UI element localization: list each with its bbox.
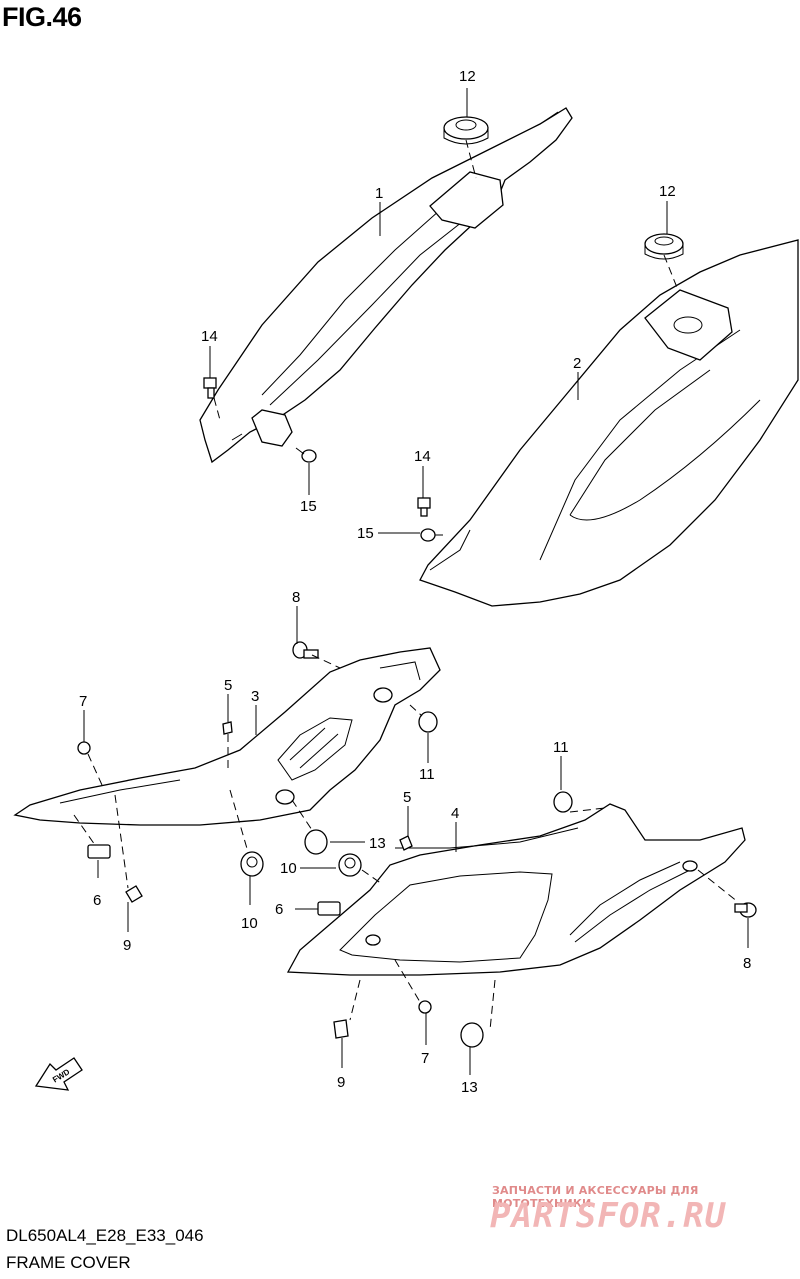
grommet-12-right (644, 233, 684, 260)
screw-15-right (420, 528, 443, 542)
screw-14-upper (203, 377, 217, 399)
watermark-tagline: ЗАПЧАСТИ И АКСЕССУАРЫ ДЛЯ МОТОТЕХНИКИ (492, 1184, 699, 1210)
callout-9-left: 9 (123, 937, 131, 954)
grommet-10-left (240, 851, 264, 877)
callout-5-right: 5 (403, 789, 411, 806)
frame-cover-3 (13, 647, 441, 826)
grommet-11-left (418, 711, 438, 733)
callout-12-right: 12 (659, 183, 676, 200)
callout-13-left: 13 (369, 835, 386, 852)
callout-5-left: 5 (224, 677, 232, 694)
callout-7-right: 7 (421, 1050, 429, 1067)
callout-10-left: 10 (241, 915, 258, 932)
callout-9-right: 9 (337, 1074, 345, 1091)
grommet-13-right (460, 1022, 484, 1048)
grommet-10-right (338, 853, 362, 877)
callout-13-right: 13 (461, 1079, 478, 1096)
watermark-logo: PARTSFOR.RU (490, 1196, 727, 1236)
callout-10-middle: 10 (280, 860, 297, 877)
callout-7-left: 7 (79, 693, 87, 710)
frame-cover-2 (419, 239, 799, 607)
grommet-11-right (553, 791, 573, 813)
callout-6-left: 6 (93, 892, 101, 909)
diagram-code: DL650AL4_E28_E33_046 (6, 1226, 204, 1245)
callout-15-upper: 15 (300, 498, 317, 515)
grommet-13-left (304, 829, 328, 855)
callout-12-upper: 12 (459, 68, 476, 85)
callout-6-right: 6 (275, 901, 283, 918)
callout-14-right: 14 (414, 448, 431, 465)
callout-8-right: 8 (743, 955, 751, 972)
frame-cover-1 (199, 107, 573, 464)
tag-5-right (399, 835, 413, 851)
callout-1: 1 (375, 185, 383, 202)
callout-11-right: 11 (553, 739, 569, 756)
callout-14-upper: 14 (201, 328, 218, 345)
cushion-6-left (87, 844, 111, 859)
screw-15-upper (295, 447, 317, 463)
callout-labels: 12 1 12 14 2 14 15 15 8 5 3 7 11 11 5 4 … (79, 68, 751, 1096)
grommet-12-upper (443, 116, 489, 145)
tag-5-left (222, 721, 233, 735)
callout-4: 4 (451, 805, 459, 822)
bolt-8-left (292, 641, 319, 659)
rivet-7-right (418, 1000, 432, 1014)
frame-cover-4 (286, 803, 746, 976)
callout-2: 2 (573, 355, 581, 372)
cushion-6-right (317, 901, 341, 916)
screw-14-right (417, 497, 431, 517)
figure-title: FIG.46 (2, 2, 82, 32)
clip-9-left (125, 885, 143, 903)
callout-8-left: 8 (292, 589, 300, 606)
callout-11-left: 11 (419, 766, 435, 783)
diagram-caption: FRAME COVER (6, 1253, 131, 1272)
clip-9-right (333, 1019, 349, 1039)
callout-3: 3 (251, 688, 259, 705)
fwd-arrow-icon: FWD (34, 1057, 83, 1091)
dashed-assembly-lines (73, 139, 739, 1031)
bolt-8-right (734, 902, 757, 918)
leader-lines (83, 88, 749, 1075)
callout-15-right: 15 (357, 525, 374, 542)
rivet-7-left (77, 741, 91, 755)
